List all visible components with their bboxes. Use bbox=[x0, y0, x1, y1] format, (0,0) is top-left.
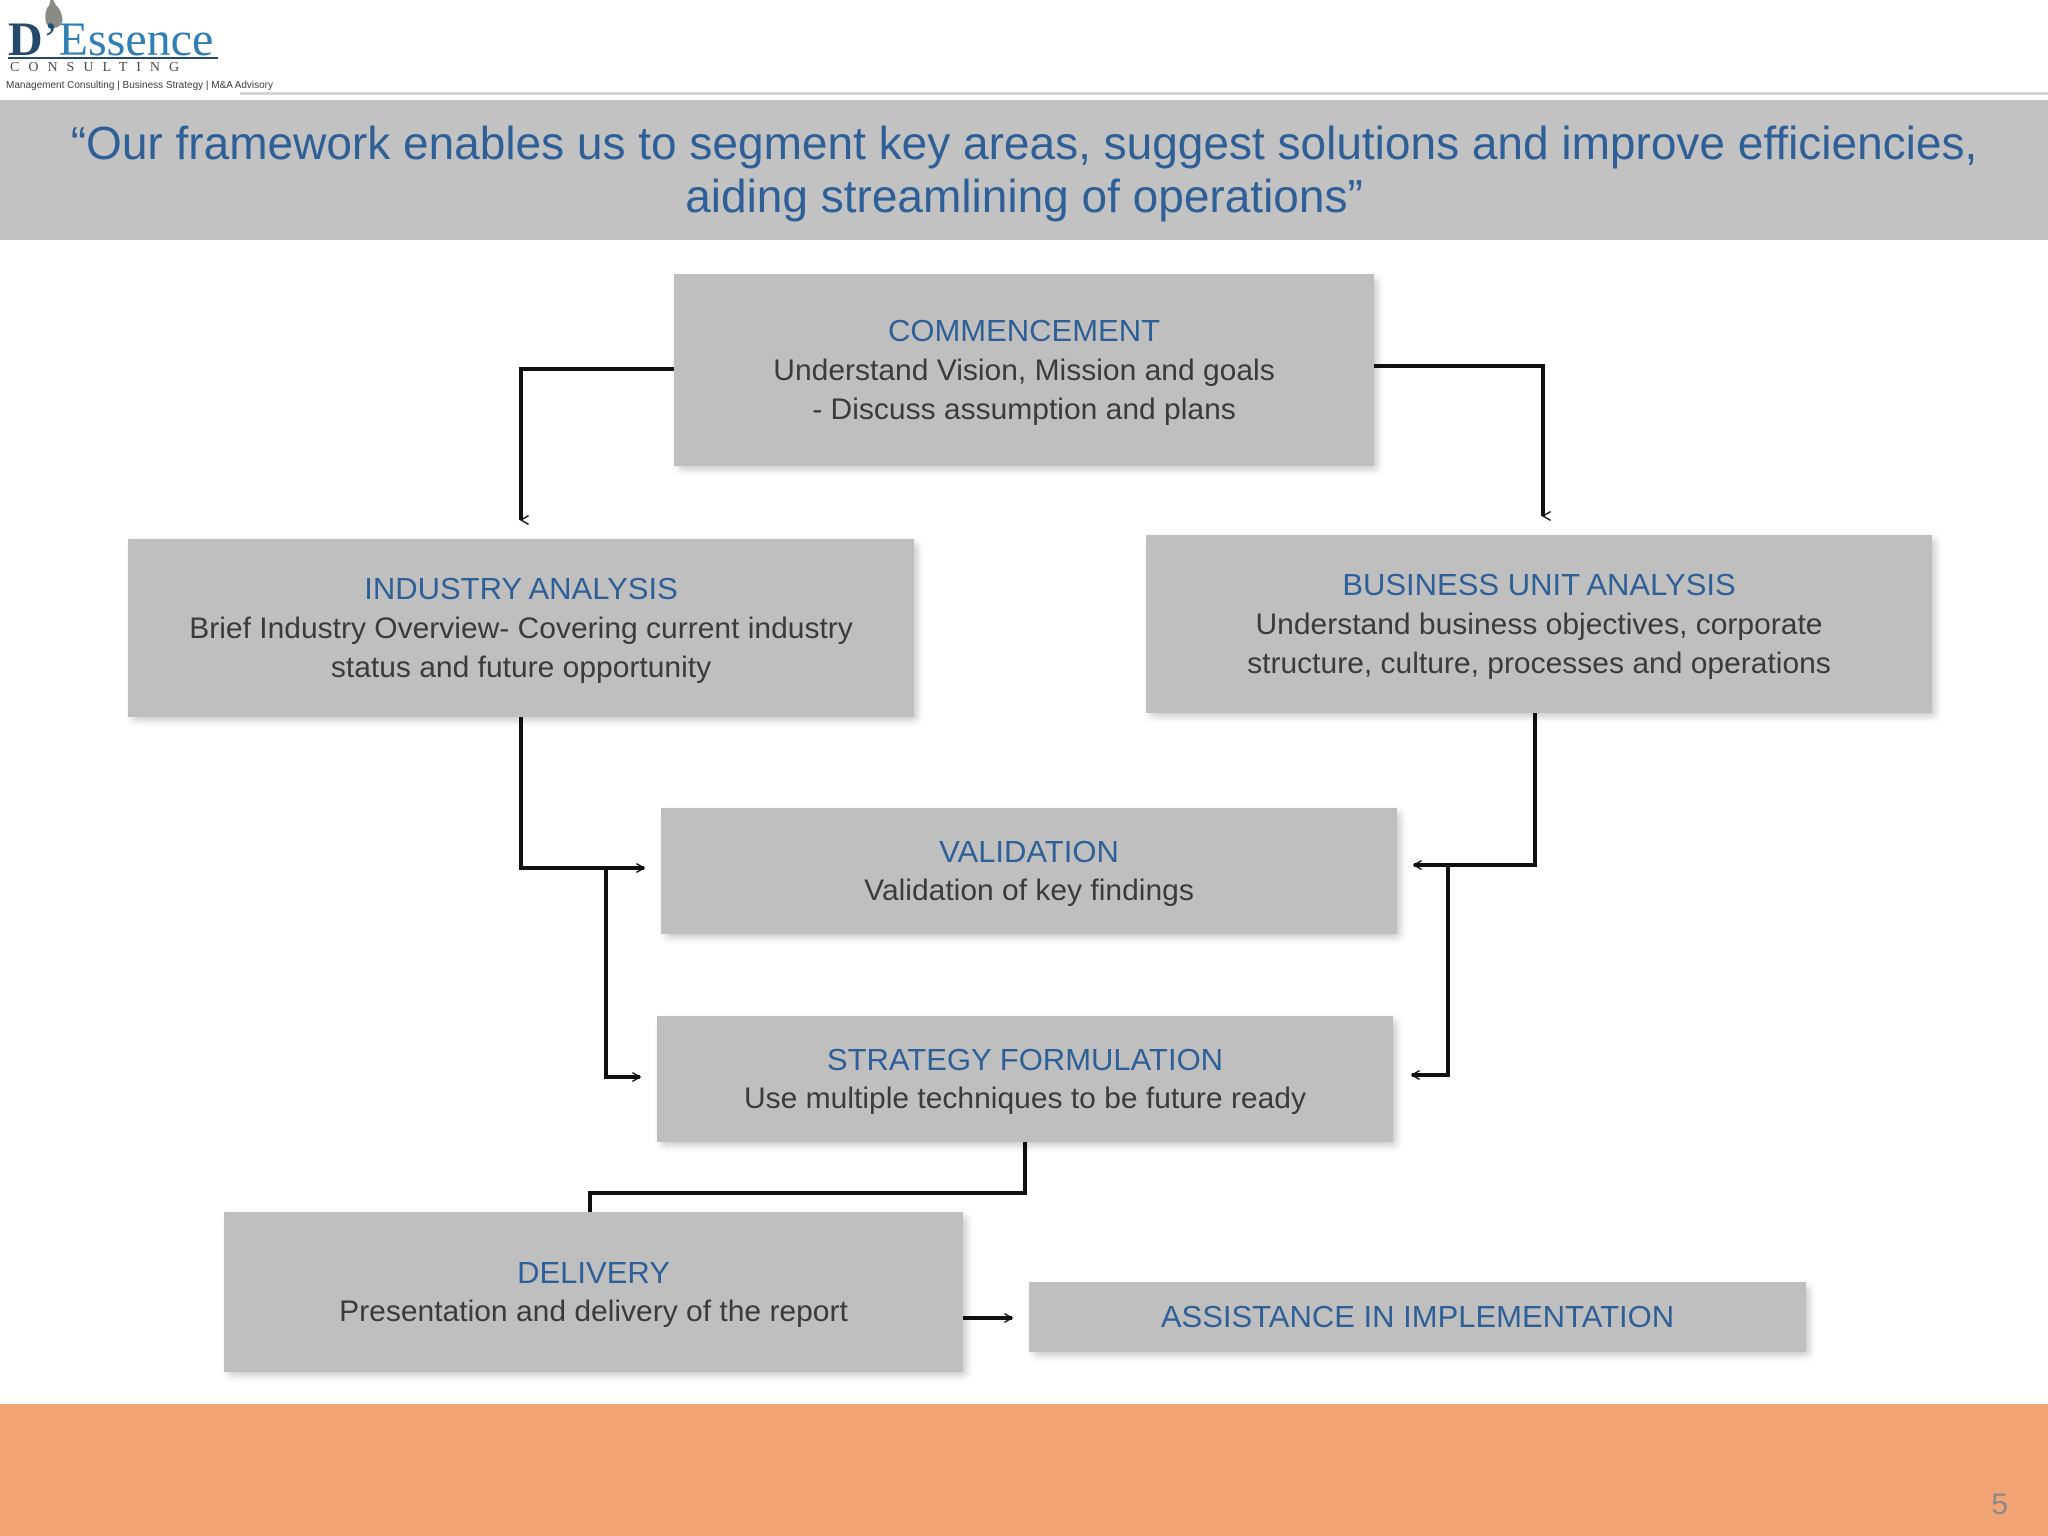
logo-apostrophe: ’ bbox=[42, 13, 59, 66]
flow-node-title: COMMENCEMENT bbox=[887, 313, 1161, 349]
flow-node-delivery[interactable]: DELIVERY Presentation and delivery of th… bbox=[224, 1212, 963, 1372]
edge-industry-to-validation bbox=[519, 717, 644, 868]
flow-node-line: Validation of key findings bbox=[864, 874, 1194, 908]
edge-commencement-to-business bbox=[1374, 364, 1543, 516]
logo-tagline: Management Consulting | Business Strateg… bbox=[6, 80, 273, 91]
flow-node-strategy-formulation[interactable]: STRATEGY FORMULATION Use multiple techni… bbox=[657, 1016, 1393, 1142]
flow-node-line: Understand Vision, Mission and goals bbox=[773, 353, 1275, 387]
flow-node-line: Presentation and delivery of the report bbox=[339, 1295, 848, 1329]
edge-business-to-validation bbox=[1414, 713, 1537, 865]
logo-underline bbox=[8, 57, 218, 59]
flow-node-line: Use multiple techniques to be future rea… bbox=[744, 1082, 1306, 1116]
flow-node-line: structure, culture, processes and operat… bbox=[1247, 646, 1831, 680]
flow-node-line: - Discuss assumption and plans bbox=[812, 392, 1236, 426]
edge-business-to-strategy bbox=[1412, 865, 1450, 1075]
title-band: “Our framework enables us to segment key… bbox=[0, 100, 2048, 240]
page-number: 5 bbox=[1991, 1488, 2008, 1521]
flow-node-line: Brief Industry Overview- Covering curren… bbox=[189, 611, 853, 645]
flow-node-business-unit-analysis[interactable]: BUSINESS UNIT ANALYSIS Understand busine… bbox=[1146, 535, 1932, 713]
flow-node-assistance-in-implementation[interactable]: ASSISTANCE IN IMPLEMENTATION bbox=[1029, 1282, 1806, 1352]
flow-node-industry-analysis[interactable]: INDUSTRY ANALYSIS Brief Industry Overvie… bbox=[128, 539, 914, 717]
flow-node-title: VALIDATION bbox=[939, 833, 1119, 869]
footer-bar: 5 bbox=[0, 1404, 2048, 1536]
flow-node-commencement[interactable]: COMMENCEMENT Understand Vision, Mission … bbox=[674, 274, 1374, 466]
flow-node-line: status and future opportunity bbox=[330, 650, 712, 684]
edge-industry-to-strategy bbox=[604, 868, 640, 1077]
page-title: “Our framework enables us to segment key… bbox=[70, 117, 1978, 222]
flow-node-title: ASSISTANCE IN IMPLEMENTATION bbox=[1160, 1299, 1675, 1335]
flow-node-validation[interactable]: VALIDATION Validation of key findings bbox=[661, 808, 1397, 934]
logo-consulting-text: CONSULTING bbox=[10, 60, 189, 75]
header-horizontal-rule bbox=[0, 92, 2048, 95]
flow-node-title: BUSINESS UNIT ANALYSIS bbox=[1342, 567, 1736, 603]
company-logo: D’Essence CONSULTING Management Consulti… bbox=[0, 0, 273, 98]
edge-commencement-to-industry bbox=[519, 367, 674, 520]
flow-node-title: DELIVERY bbox=[517, 1254, 670, 1290]
flow-node-line: Understand business objectives, corporat… bbox=[1255, 607, 1823, 641]
flow-node-title: STRATEGY FORMULATION bbox=[826, 1041, 1224, 1077]
flow-node-title: INDUSTRY ANALYSIS bbox=[364, 571, 678, 607]
